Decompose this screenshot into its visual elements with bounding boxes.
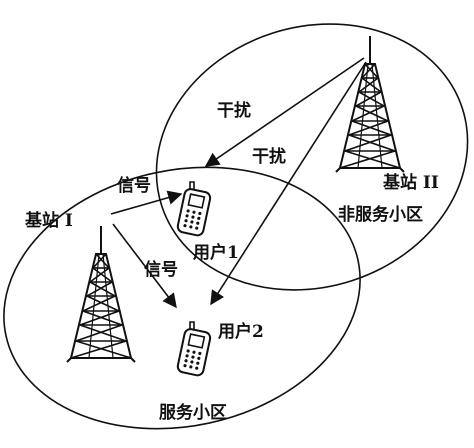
interference-arrow-to-user1 xyxy=(204,57,365,167)
interference-label-1: 干扰 xyxy=(217,101,251,121)
signal-label-2: 信号 xyxy=(144,260,178,280)
mobile-phone-icon xyxy=(175,181,213,238)
interference-arrow-to-user2 xyxy=(210,61,367,306)
non-serving-cell-ellipse xyxy=(155,23,469,291)
user-1-label: 用户1 xyxy=(193,243,239,263)
serving-cell-ellipse xyxy=(3,166,361,430)
signal-arrow-to-user1 xyxy=(110,190,183,215)
user-2-label: 用户2 xyxy=(218,322,264,342)
cell-tower-icon xyxy=(335,35,405,173)
base-station-2-label: 基站 II xyxy=(383,173,439,193)
interference-label-2: 干扰 xyxy=(252,147,286,167)
signal-label-1: 信号 xyxy=(117,176,151,196)
base-station-1-label: 基站 I xyxy=(25,211,73,231)
signal-arrow-to-user2 xyxy=(112,223,177,309)
non-serving-cell-label: 非服务小区 xyxy=(338,205,423,225)
mobile-phone-icon xyxy=(175,321,213,378)
serving-cell-label: 服务小区 xyxy=(159,403,227,423)
cell-tower-icon xyxy=(66,225,136,363)
